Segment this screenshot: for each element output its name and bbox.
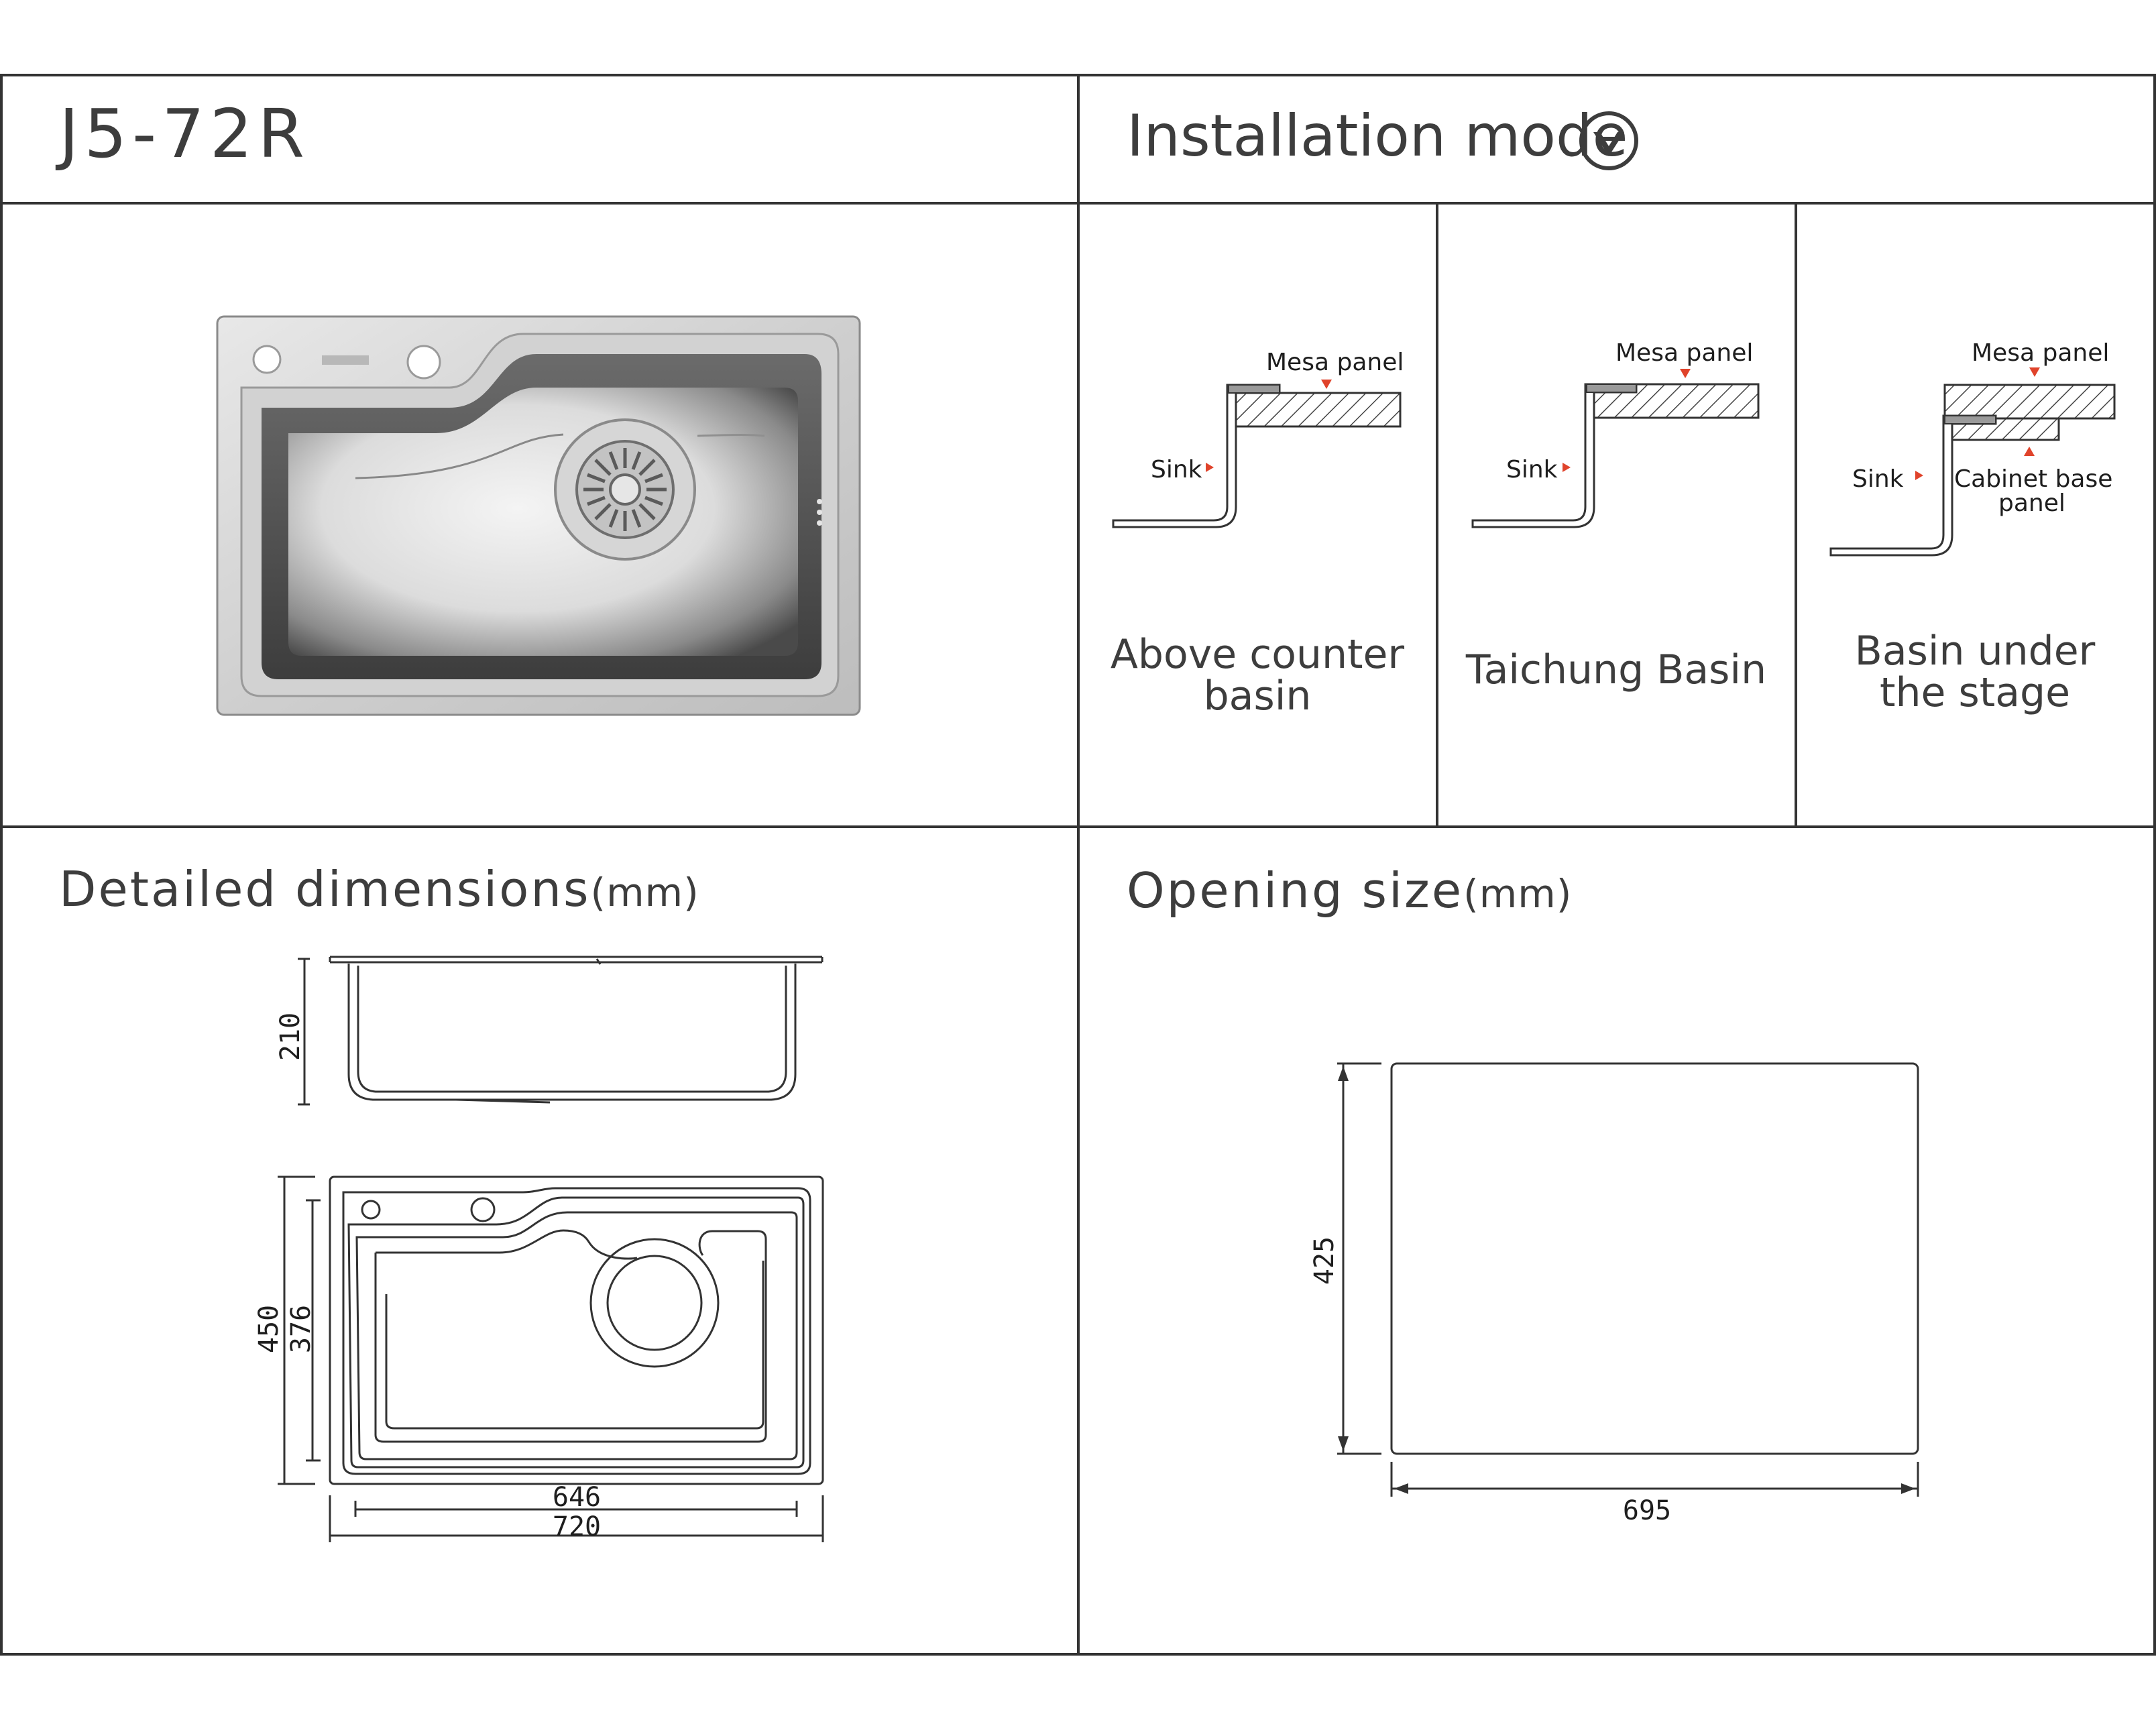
- mesa-panel-label-1: Mesa panel: [1266, 349, 1404, 376]
- cabinet-label-2: panel: [1998, 490, 2065, 517]
- opening-height-value: 425: [1309, 1236, 1340, 1285]
- opening-rectangle: [1390, 1062, 1919, 1455]
- side-view-drawing: [329, 956, 824, 1104]
- caption-under-stage: Basin under the stage: [1854, 628, 2096, 716]
- sink-label-2: Sink: [1506, 456, 1558, 483]
- width-dimension-inner: [306, 1199, 321, 1462]
- outer-length-value: 720: [553, 1511, 601, 1542]
- sink-label-3: Sink: [1852, 465, 1904, 493]
- opening-height-dimension: [1337, 1062, 1381, 1455]
- mode-above-counter-diagram: [1112, 380, 1402, 528]
- chevron-down-circle-icon: [1579, 111, 1638, 170]
- installation-title: Installation mode: [1127, 107, 1628, 165]
- depth-dimension: [298, 958, 310, 1106]
- length-dimension-inner: [354, 1501, 798, 1517]
- caption-above-counter: Above counter basin: [1110, 631, 1405, 720]
- panel-arrow-3: [2029, 367, 2040, 377]
- dimensions-title: Detailed dimensions(mm): [59, 865, 699, 913]
- outer-width-value: 450: [253, 1305, 284, 1353]
- opening-width-dimension: [1390, 1462, 1919, 1497]
- opening-unit: (mm): [1463, 871, 1573, 917]
- dimensions-title-text: Detailed dimensions: [59, 861, 591, 917]
- opening-title: Opening size(mm): [1127, 866, 1572, 915]
- mode-under-stage-diagram: [1829, 367, 2116, 557]
- width-dimension-outer: [278, 1175, 315, 1485]
- cabinet-label: Cabinet base: [1954, 465, 2112, 493]
- sink-label-1: Sink: [1151, 456, 1202, 483]
- top-view-drawing: [329, 1175, 824, 1485]
- model-number: J5-72R: [59, 95, 310, 173]
- mesa-panel-label-3: Mesa panel: [1972, 339, 2109, 367]
- panel-arrow-2: [1680, 369, 1691, 378]
- opening-width-value: 695: [1623, 1495, 1671, 1526]
- inner-length-value: 646: [553, 1482, 601, 1513]
- cabinet-arrow: [2024, 447, 2035, 456]
- installation-title-text: Installation mode: [1127, 103, 1628, 170]
- dimensions-unit: (mm): [590, 870, 699, 915]
- mode-taichung-diagram: [1471, 369, 1760, 528]
- sink-arrow-3: [1915, 471, 1923, 480]
- sink-product-image: [216, 315, 861, 716]
- inner-width-value: 376: [286, 1305, 317, 1353]
- sink-arrow-1: [1206, 463, 1214, 472]
- mesa-panel-label-2: Mesa panel: [1615, 339, 1753, 367]
- panel-arrow-1: [1321, 380, 1332, 389]
- depth-value: 210: [275, 1013, 306, 1061]
- sink-arrow-2: [1563, 463, 1571, 472]
- opening-title-text: Opening size: [1127, 862, 1464, 919]
- caption-taichung: Taichung Basin: [1465, 646, 1767, 693]
- length-dimension-outer: [329, 1495, 824, 1542]
